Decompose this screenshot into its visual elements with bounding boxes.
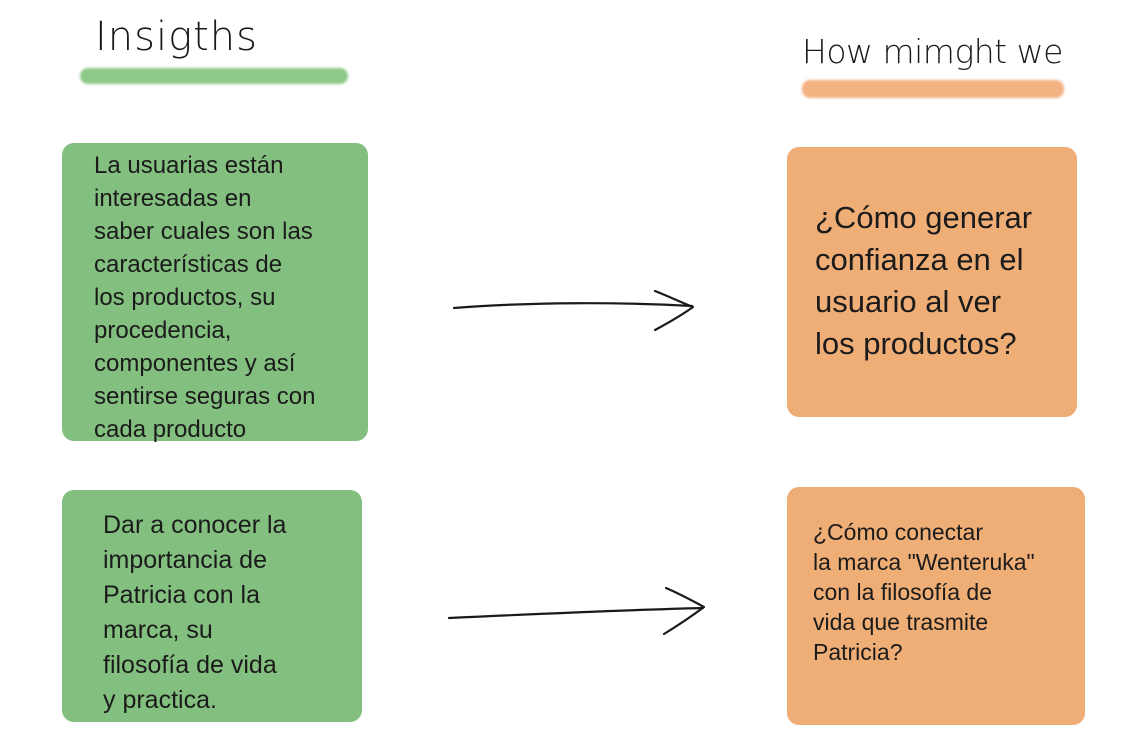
insights-underline — [80, 68, 348, 84]
insight-text: Dar a conocer la importancia de Patricia… — [103, 511, 287, 714]
arrow-right-icon — [452, 289, 695, 332]
how-might-we-card: ¿Cómo conectar la marca "Wenteruka" con … — [787, 487, 1085, 725]
insight-card: La usuarias están interesadas en saber c… — [62, 143, 368, 443]
insights-title: Insigths — [95, 14, 258, 60]
arrow-right-icon — [447, 586, 706, 636]
insight-text: La usuarias están interesadas en saber c… — [94, 152, 316, 443]
how-might-we-card: ¿Cómo generar confianza en el usuario al… — [787, 147, 1077, 417]
how-might-we-question: ¿Cómo conectar la marca "Wenteruka" con … — [813, 519, 1035, 665]
how-might-we-question: ¿Cómo generar confianza en el usuario al… — [815, 200, 1033, 361]
how-might-we-underline — [802, 80, 1064, 98]
insight-card: Dar a conocer la importancia de Patricia… — [62, 490, 362, 722]
how-might-we-title: How mimght we — [802, 32, 1063, 71]
